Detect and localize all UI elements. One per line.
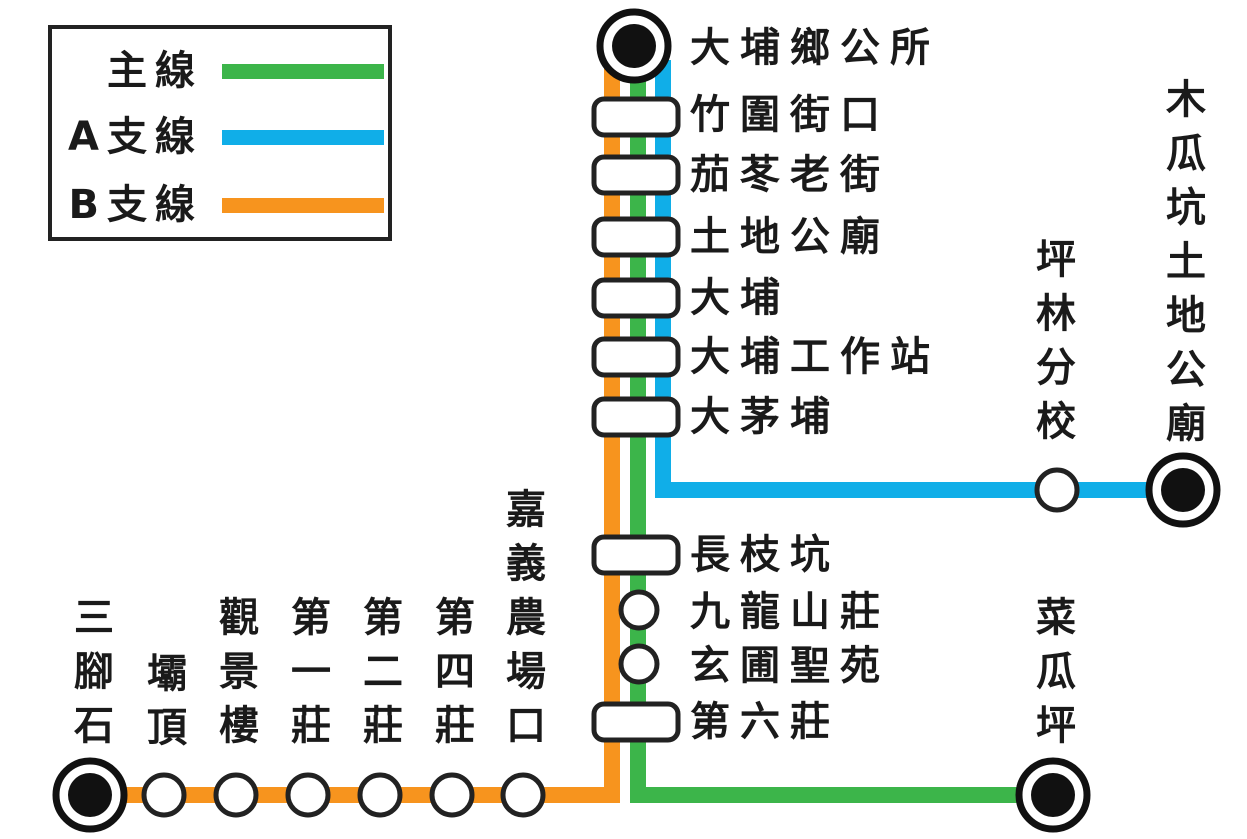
station-label: 九龍山莊	[690, 589, 890, 635]
station-circle	[500, 772, 546, 818]
station-label: 菜瓜坪	[1029, 596, 1075, 758]
station-label: 土地公廟	[690, 214, 890, 260]
legend-swatch-orange	[222, 198, 384, 213]
legend-swatch-green	[222, 64, 384, 79]
station-label: 竹圍街口	[690, 92, 890, 138]
station-pill	[591, 277, 681, 319]
station-label: 長枝坑	[690, 532, 840, 578]
legend-label: A支線	[68, 114, 203, 160]
station-pill	[591, 534, 681, 576]
legend-item-main: 主線	[52, 51, 388, 91]
legend: 主線 A支線 B支線	[48, 25, 392, 241]
station-label: 木瓜坑土地公廟	[1159, 78, 1205, 456]
station-label: 壩頂	[140, 652, 186, 760]
station-pill	[591, 216, 681, 258]
station-circle	[213, 772, 259, 818]
station-label: 坪林分校	[1029, 238, 1075, 454]
terminal-mugua	[1145, 452, 1221, 528]
station-label: 第二莊	[356, 596, 402, 758]
station-pill	[591, 336, 681, 378]
station-label: 觀景樓	[212, 596, 258, 758]
station-label: 玄圃聖苑	[690, 643, 890, 689]
station-pill	[591, 701, 681, 743]
legend-swatch-blue	[222, 130, 384, 145]
station-circle	[429, 772, 475, 818]
legend-item-a: A支線	[52, 117, 388, 157]
station-label: 大埔鄉公所	[690, 25, 940, 71]
station-pill	[591, 154, 681, 196]
station-circle	[357, 772, 403, 818]
station-label: 第六莊	[690, 699, 840, 745]
station-label: 第四莊	[428, 596, 474, 758]
terminal-dapu-township-office	[596, 8, 672, 84]
station-label: 大埔	[690, 275, 790, 321]
station-pill	[591, 396, 681, 438]
terminal-sanjiaoshi	[52, 757, 128, 833]
station-label: 第一莊	[284, 596, 330, 758]
station-label: 茄苳老街	[690, 152, 890, 198]
station-label: 大埔工作站	[690, 334, 940, 380]
legend-item-b: B支線	[52, 185, 388, 225]
legend-label: B支線	[68, 182, 203, 228]
station-label: 大茅埔	[690, 394, 840, 440]
station-pill	[591, 96, 681, 138]
station-circle	[1034, 467, 1080, 513]
station-circle	[141, 772, 187, 818]
a-branch-line	[655, 60, 1183, 498]
station-label: 嘉義農場口	[499, 488, 545, 758]
station-circle	[285, 772, 331, 818]
station-circle	[618, 643, 660, 685]
station-label: 三腳石	[67, 596, 113, 758]
terminal-caigua	[1015, 757, 1091, 833]
legend-label: 主線	[107, 48, 203, 94]
station-circle	[618, 589, 660, 631]
